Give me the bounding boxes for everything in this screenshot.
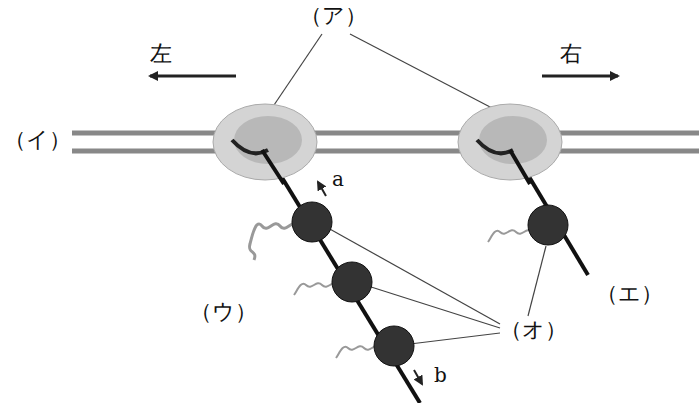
amino-acid-bead xyxy=(292,202,332,242)
leader-line xyxy=(410,333,500,344)
trna-squiggle xyxy=(488,230,532,242)
leader-line xyxy=(272,34,322,108)
peptide-chain xyxy=(262,145,420,403)
leader-line xyxy=(528,246,546,316)
mrna-strand xyxy=(72,149,699,154)
amino-acid-bead xyxy=(374,326,414,366)
part-label: （オ） xyxy=(500,318,567,342)
trna-squiggle xyxy=(249,224,298,260)
direction-arrow xyxy=(542,75,618,78)
direction-arrow xyxy=(150,75,236,78)
peptide-chain xyxy=(510,150,530,184)
amino-acid-bead xyxy=(528,205,568,245)
ribosome xyxy=(213,104,317,180)
trna-squiggle xyxy=(336,346,380,358)
leader-line xyxy=(328,228,500,324)
part-label: （エ） xyxy=(596,282,663,306)
part-label: （ウ） xyxy=(190,300,257,324)
direction-label: 右 xyxy=(560,42,582,66)
arrow-label: a xyxy=(332,168,344,190)
leader-line xyxy=(350,34,492,108)
part-label: （イ） xyxy=(4,128,71,152)
trna-squiggle xyxy=(294,283,338,295)
direction-arrow xyxy=(414,370,422,384)
ribosome xyxy=(458,104,562,180)
amino-acid-bead xyxy=(332,262,372,302)
peptide-chain xyxy=(262,150,284,184)
direction-label: 左 xyxy=(150,42,172,66)
part-label: （ア） xyxy=(300,4,367,28)
ribosome-groove xyxy=(477,140,513,153)
direction-arrow xyxy=(318,182,326,196)
arrow-label: b xyxy=(434,364,447,386)
leader-line xyxy=(368,286,500,328)
mrna-strand xyxy=(72,131,699,136)
